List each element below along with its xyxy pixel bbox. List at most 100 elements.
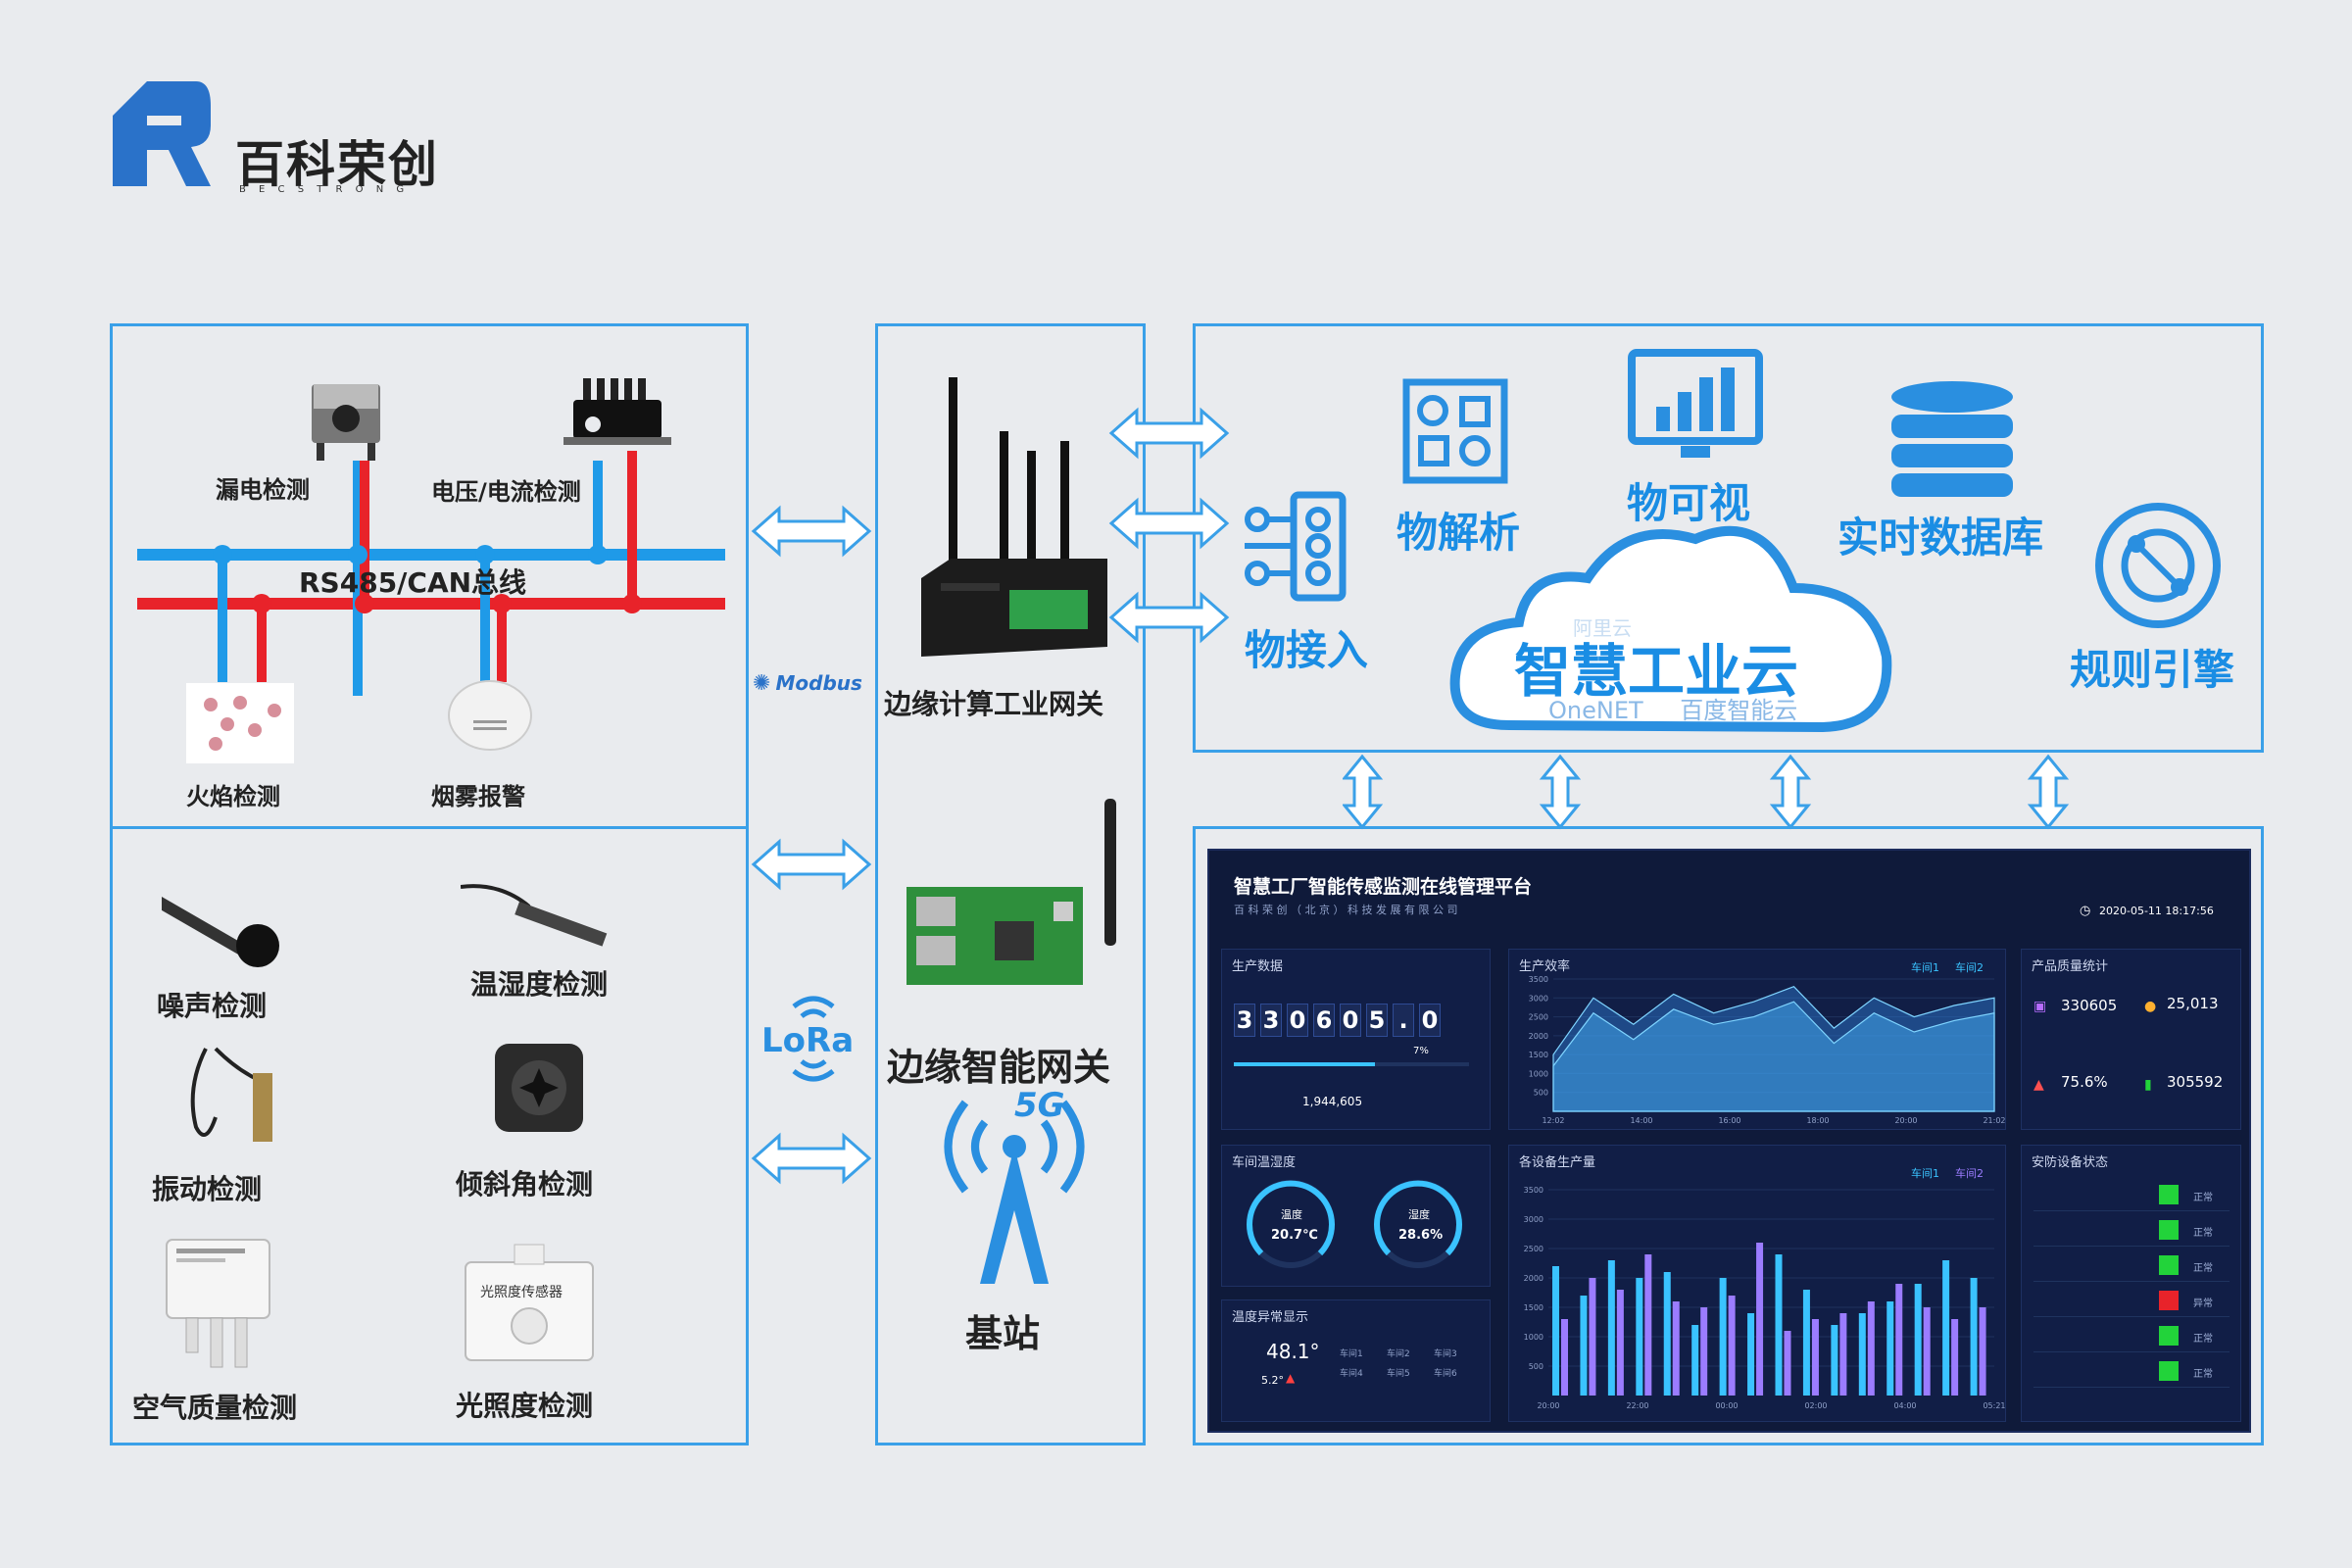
database-icon	[1886, 377, 2019, 505]
gateway-box	[875, 323, 1146, 1446]
status-indicator	[2159, 1326, 2179, 1346]
quality-value-3: 75.6%	[2061, 1073, 2108, 1091]
workshop-temp-panel: 车间温湿度 温度 20.7℃ 湿度 28.6%	[1221, 1145, 1491, 1287]
row-divider	[2034, 1281, 2230, 1282]
logo-icon	[113, 81, 211, 186]
cloud-box	[1193, 323, 2264, 753]
equipment-legend-1: 车间1	[1911, 1167, 1939, 1180]
smoke-label: 烟雾报警	[431, 783, 525, 810]
tilt-device	[490, 1039, 588, 1137]
production-progress	[1234, 1062, 1469, 1066]
provider-baidu: 百度智能云	[1680, 697, 1798, 724]
zone: 车间6	[1434, 1369, 1457, 1379]
visual-label: 物可视	[1627, 479, 1751, 527]
series-area-2	[1552, 1001, 1995, 1112]
flame-label: 火焰检测	[186, 783, 280, 810]
quality-title: 产品质量统计	[2032, 959, 2109, 974]
rules-icon	[2092, 500, 2225, 632]
vibration-label: 振动检测	[152, 1173, 263, 1205]
y-tick-label: 2000	[1524, 1274, 1544, 1283]
x-tick-label: 00:00	[1715, 1401, 1738, 1410]
temp-humidity-device	[460, 877, 617, 956]
x-tick-label: 14:00	[1630, 1116, 1652, 1125]
modbus-icon: ✺	[753, 671, 771, 696]
cloud-shape	[1449, 525, 1892, 733]
y-tick-label: 2500	[1529, 1013, 1548, 1022]
status-text: 异常	[2193, 1298, 2213, 1309]
access-icon	[1240, 490, 1352, 603]
gauge-humidity-label: 湿度	[1408, 1208, 1430, 1221]
row-divider	[2034, 1246, 2230, 1247]
cloud-providers: OneNET 百度智能云	[1548, 691, 1797, 725]
equipment-title: 各设备生产量	[1519, 1155, 1596, 1170]
quality-icon-2: ●	[2144, 999, 2157, 1014]
x-tick-label: 22:00	[1626, 1401, 1648, 1410]
quality-value-1: 330605	[2061, 997, 2118, 1014]
antenna-tower-icon	[944, 1100, 1085, 1284]
status-indicator	[2159, 1361, 2179, 1381]
row-divider	[2034, 1387, 2230, 1388]
x-tick-label: 12:02	[1542, 1116, 1564, 1125]
parse-icon	[1401, 377, 1509, 485]
clock-icon: ◷	[2080, 904, 2091, 918]
y-tick-label: 3500	[1529, 975, 1548, 984]
bar	[1886, 1301, 1894, 1396]
status-indicator	[2159, 1185, 2179, 1204]
noise-label: 噪声检测	[157, 990, 268, 1022]
temp-humidity-label: 温湿度检测	[470, 968, 609, 1001]
modbus-logo: ✺ Modbus	[753, 671, 862, 696]
zone: 车间2	[1387, 1349, 1410, 1359]
bar	[1811, 1319, 1819, 1396]
bar	[1552, 1266, 1559, 1396]
bus-lines	[137, 451, 725, 696]
bar	[1951, 1319, 1959, 1396]
wireless-sensor-box	[110, 826, 749, 1446]
digit: 5	[1366, 1004, 1388, 1037]
quality-value-2: 25,013	[2167, 995, 2219, 1012]
bar	[1784, 1331, 1791, 1396]
bar	[1580, 1296, 1588, 1396]
status-indicator	[2159, 1255, 2179, 1275]
y-tick-label: 1500	[1529, 1051, 1548, 1059]
dashboard-subtitle: 百 科 荣 创 （ 北 京 ） 科 技 发 展 有 限 公 司	[1234, 904, 1458, 916]
zone: 车间1	[1340, 1349, 1363, 1359]
light-device-text: 光照度传感器	[480, 1285, 563, 1300]
status-text: 正常	[2193, 1334, 2213, 1345]
x-tick-label: 20:00	[1537, 1401, 1559, 1410]
quality-icon-1: ▣	[2034, 999, 2047, 1014]
production-progress-fill	[1234, 1062, 1375, 1066]
dashboard-datetime: 2020-05-11 18:17:56	[2099, 905, 2214, 917]
dashboard-box	[1193, 826, 2264, 1446]
bar	[1839, 1313, 1847, 1396]
security-panel: 安防设备状态 正常正常正常异常正常正常	[2021, 1145, 2241, 1422]
leak-device	[302, 374, 390, 463]
digit: 0	[1419, 1004, 1441, 1037]
bar	[1756, 1243, 1764, 1396]
y-tick-label: 2000	[1529, 1032, 1548, 1041]
security-title: 安防设备状态	[2032, 1155, 2109, 1170]
air-device	[162, 1235, 274, 1372]
quality-panel: 产品质量统计 ▣ 330605 ● 25,013 ▲ 75.6% ▮ 30559…	[2021, 949, 2241, 1130]
gauge-temp	[1247, 1180, 1335, 1268]
lora-wave-icon	[792, 996, 835, 1082]
quality-icon-4: ▮	[2144, 1077, 2152, 1093]
bar	[1979, 1307, 1986, 1396]
gauge-temp-label: 温度	[1281, 1208, 1302, 1221]
production-title: 生产数据	[1232, 959, 1284, 974]
workshop-temp-title: 车间温湿度	[1232, 1155, 1297, 1170]
dashboard-screen: 智慧工厂智能传感监测在线管理平台 百 科 荣 创 （ 北 京 ） 科 技 发 展…	[1207, 849, 2251, 1433]
base-station-label: 基站	[965, 1312, 1041, 1355]
y-tick-label: 1000	[1524, 1333, 1544, 1342]
temp-alarm-secondary: 5.2°	[1261, 1374, 1284, 1387]
x-tick-label: 02:00	[1804, 1401, 1827, 1410]
brand-logo: 百科荣创 B E C S T R O N G	[108, 76, 519, 204]
y-tick-label: 1500	[1524, 1303, 1544, 1312]
edge-smart-label: 边缘智能网关	[887, 1046, 1111, 1089]
arrows-cloud	[1108, 407, 1230, 644]
modbus-label: Modbus	[775, 671, 862, 695]
bar	[1719, 1278, 1727, 1396]
